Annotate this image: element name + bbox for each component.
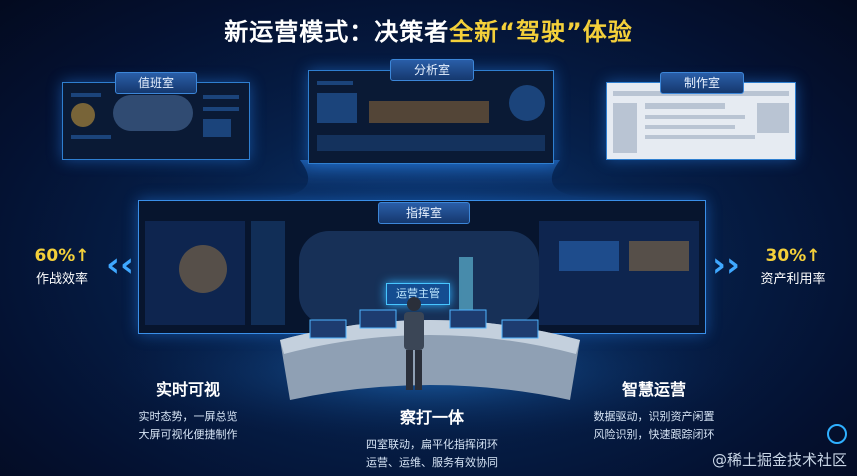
watermark: @稀土掘金技术社区 [711, 451, 847, 469]
command-room-screen [138, 200, 706, 334]
feature-line: 大屏可视化便捷制作 [138, 428, 238, 441]
title-highlight: 全新“驾驶”体验 [449, 18, 633, 46]
feature-detect-strike: 察打一体 四室联动，扁平化指挥闭环 运营、运维、服务有效协同 [352, 404, 512, 472]
efficiency-stat: 60%↑ 作战效率 [22, 246, 102, 287]
page-title: 新运营模式：决策者全新“驾驶”体验 [0, 12, 857, 47]
feature-smart-operations: 智慧运营 数据驱动，识别资产闲置 风险识别，快速跟踪闭环 [584, 376, 724, 444]
feature-heading: 察打一体 [399, 408, 464, 427]
feature-line: 风险识别，快速跟踪闭环 [593, 428, 715, 441]
control-desk [280, 309, 580, 400]
tab-command-room[interactable]: 指挥室 [378, 202, 470, 224]
tab-duty-room[interactable]: 值班室 [115, 72, 197, 94]
platform-logo-icon [827, 424, 847, 444]
feature-heading: 实时可视 [155, 380, 220, 399]
right-dashboard [539, 221, 699, 325]
title-prefix: 新运营模式：决策者 [224, 18, 450, 46]
center-map [299, 231, 539, 325]
efficiency-value: 60%↑ [34, 246, 90, 266]
tab-analysis-room[interactable]: 分析室 [390, 59, 474, 81]
feature-line: 四室联动，扁平化指挥闭环 [366, 438, 498, 451]
production-room-screen [606, 82, 796, 160]
asset-utilization-label: 资产利用率 [760, 272, 826, 287]
feature-line: 数据驱动，识别资产闲置 [593, 410, 715, 423]
operator-figure [404, 297, 424, 390]
feature-realtime-visual: 实时可视 实时态势，一屏总览 大屏可视化便捷制作 [118, 376, 258, 444]
chevron-left-icon: ‹‹ [106, 245, 135, 285]
feature-line: 运营、运维、服务有效协同 [366, 456, 498, 469]
asset-utilization-value: 30%↑ [765, 246, 821, 266]
left-dashboard [145, 221, 245, 325]
tab-production-room[interactable]: 制作室 [660, 72, 744, 94]
feature-line: 实时态势，一屏总览 [138, 410, 238, 423]
analysis-room-screen [308, 70, 554, 164]
efficiency-label: 作战效率 [35, 272, 88, 287]
asset-utilization-stat: 30%↑ 资产利用率 [748, 246, 838, 287]
feature-heading: 智慧运营 [621, 380, 686, 399]
chevron-right-icon: ›› [712, 245, 741, 285]
